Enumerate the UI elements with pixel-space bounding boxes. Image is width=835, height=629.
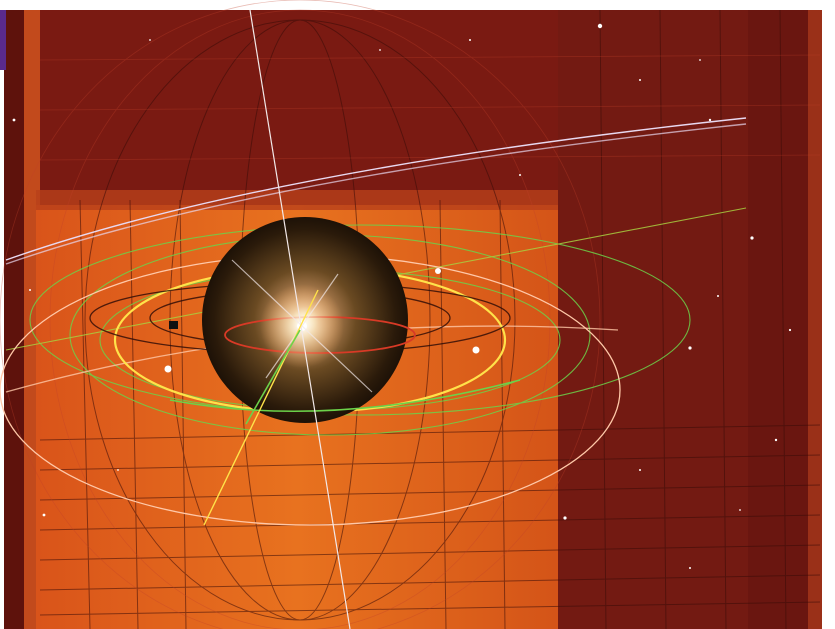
green-front-arc xyxy=(169,379,521,413)
right-edge-strip xyxy=(808,10,822,629)
pole-axis-lines xyxy=(231,9,373,629)
corner-tab xyxy=(0,10,6,70)
planet-markers xyxy=(164,268,480,373)
survey-band-transition xyxy=(36,190,558,210)
black-marker xyxy=(169,321,178,329)
yellow-pole-line xyxy=(203,289,319,526)
planet-marker-left xyxy=(164,365,172,373)
star-field xyxy=(12,23,792,569)
planet-marker-top xyxy=(435,268,441,274)
coordinate-grid xyxy=(39,9,821,629)
left-dark-strip xyxy=(4,10,24,629)
planet-marker-right xyxy=(472,346,480,354)
green-pole-line xyxy=(245,329,301,425)
white-orbit-lines xyxy=(5,117,747,265)
